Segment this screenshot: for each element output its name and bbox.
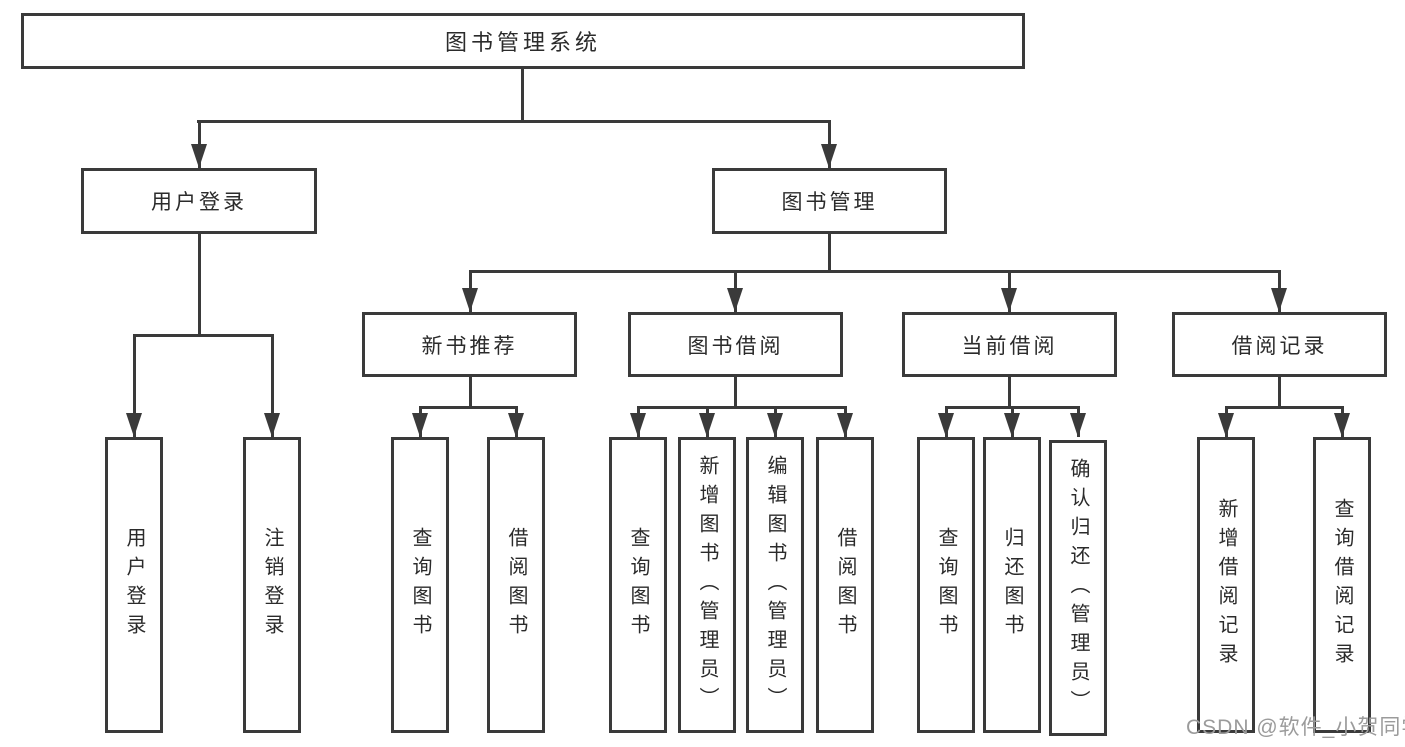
leaf-add-borrow-record: 新增借阅记录 (1197, 437, 1255, 733)
node-new-book-recommendation: 新书推荐 (362, 312, 577, 377)
node-library-management-system: 图书管理系统 (21, 13, 1025, 69)
connector-line (198, 233, 201, 335)
arrow-down-icon (699, 413, 715, 437)
leaf-label: 编辑图书（管理员） (764, 454, 786, 716)
node-user-login: 用户登录 (81, 168, 317, 234)
connector-line (1008, 377, 1011, 407)
arrow-down-icon (1070, 413, 1086, 437)
leaf-borrow-books-borrowing: 借阅图书 (816, 437, 874, 733)
leaf-query-books-recommend: 查询图书 (391, 437, 449, 733)
leaf-label: 查询图书 (935, 527, 957, 643)
connector-line (133, 334, 274, 337)
connector-line (1278, 377, 1281, 407)
arrow-down-icon (837, 413, 853, 437)
node-label: 图书管理系统 (444, 30, 601, 55)
arrow-down-icon (1218, 413, 1234, 437)
connector-line (734, 377, 737, 407)
node-label: 图书管理 (781, 191, 878, 214)
arrow-down-icon (767, 413, 783, 437)
connector-line (197, 120, 831, 123)
node-label: 新书推荐 (421, 334, 518, 358)
arrow-down-icon (508, 413, 524, 437)
connector-line (271, 334, 274, 437)
leaf-user-login: 用户登录 (105, 437, 163, 733)
connector-line (637, 406, 847, 409)
connector-line (419, 406, 518, 409)
leaf-label: 新增借阅记录 (1215, 498, 1237, 672)
leaf-borrow-books-recommend: 借阅图书 (487, 437, 545, 733)
connector-line (469, 270, 1281, 273)
watermark: CSDN @软件_小贺同学 (1186, 716, 1405, 739)
node-label: 借阅记录 (1231, 334, 1328, 358)
arrow-down-icon (462, 288, 478, 312)
node-current-borrowing: 当前借阅 (902, 312, 1117, 377)
leaf-label: 注销登录 (261, 527, 283, 643)
connector-line (469, 377, 472, 407)
leaf-edit-book-admin: 编辑图书（管理员） (746, 437, 804, 733)
leaf-query-books-borrowing: 查询图书 (609, 437, 667, 733)
arrow-down-icon (938, 413, 954, 437)
leaf-label: 归还图书 (1001, 527, 1023, 643)
arrow-down-icon (264, 413, 280, 437)
leaf-return-books: 归还图书 (983, 437, 1041, 733)
node-label: 用户登录 (151, 191, 247, 214)
arrow-down-icon (191, 144, 207, 168)
leaf-add-book-admin: 新增图书（管理员） (678, 437, 736, 733)
leaf-query-borrow-record: 查询借阅记录 (1313, 437, 1371, 733)
leaf-logout: 注销登录 (243, 437, 301, 733)
connector-line (828, 233, 831, 271)
connector-line (133, 334, 136, 437)
arrow-down-icon (727, 288, 743, 312)
node-label: 当前借阅 (961, 334, 1058, 358)
node-book-borrowing: 图书借阅 (628, 312, 843, 377)
node-label: 图书借阅 (687, 334, 784, 358)
arrow-down-icon (1334, 413, 1350, 437)
arrow-down-icon (630, 413, 646, 437)
leaf-query-books-current: 查询图书 (917, 437, 975, 733)
leaf-confirm-return-admin: 确认归还（管理员） (1049, 440, 1107, 736)
leaf-label: 用户登录 (123, 527, 145, 643)
connector-line (521, 68, 524, 121)
leaf-label: 借阅图书 (834, 527, 856, 643)
arrow-down-icon (1271, 288, 1287, 312)
leaf-label: 查询借阅记录 (1331, 498, 1353, 672)
connector-line (1225, 406, 1344, 409)
leaf-label: 新增图书（管理员） (696, 454, 718, 716)
leaf-label: 查询图书 (409, 527, 431, 643)
leaf-label: 确认归还（管理员） (1067, 457, 1089, 719)
leaf-label: 借阅图书 (505, 527, 527, 643)
arrow-down-icon (1004, 413, 1020, 437)
arrow-down-icon (821, 144, 837, 168)
arrow-down-icon (126, 413, 142, 437)
node-book-management: 图书管理 (712, 168, 947, 234)
arrow-down-icon (1001, 288, 1017, 312)
node-borrowing-records: 借阅记录 (1172, 312, 1387, 377)
leaf-label: 查询图书 (627, 527, 649, 643)
arrow-down-icon (412, 413, 428, 437)
